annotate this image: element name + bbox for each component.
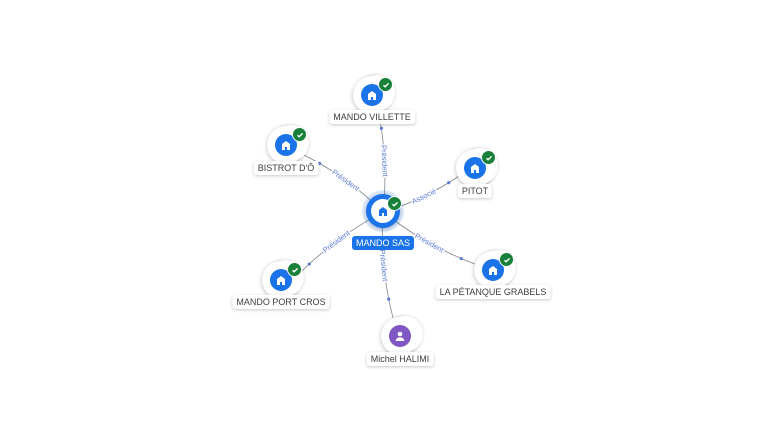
relation-arrow-marker [387, 297, 391, 301]
relation-role-label: Président [321, 228, 352, 255]
verified-check-icon [499, 252, 514, 267]
relation-arrow-marker [317, 161, 322, 165]
relation-arrow-marker [379, 126, 383, 130]
building-icon [464, 157, 486, 179]
building-icon [482, 259, 504, 281]
verified-check-icon [292, 127, 307, 142]
relation-arrow-marker [459, 256, 463, 261]
node-label: MANDO VILLETTE [329, 110, 415, 124]
node-label: BISTROT D'Ô [253, 161, 319, 175]
verified-check-icon [387, 196, 402, 211]
node-label: LA PÉTANQUE GRABELS [435, 285, 551, 299]
verified-check-icon [481, 150, 496, 165]
relation-role-label: Président [413, 231, 446, 255]
verified-check-icon [287, 262, 302, 277]
node-label: Michel HALIMI [366, 352, 434, 366]
building-icon [270, 269, 292, 291]
relation-role-label: Président [378, 249, 390, 282]
node-label: PITOT [457, 184, 493, 198]
verified-check-icon [378, 77, 393, 92]
relation-role-label: Président [330, 167, 362, 193]
relation-role-label: Président [379, 145, 390, 178]
building-icon [275, 134, 297, 156]
relation-role-label: Associé [410, 186, 438, 205]
relation-arrow-marker [307, 262, 311, 266]
building-icon [361, 84, 383, 106]
relation-arrow-marker [447, 181, 451, 185]
center-node-label: MANDO SAS [351, 236, 415, 250]
person-icon [389, 325, 411, 347]
node-label: MANDO PORT CROS [232, 295, 330, 309]
